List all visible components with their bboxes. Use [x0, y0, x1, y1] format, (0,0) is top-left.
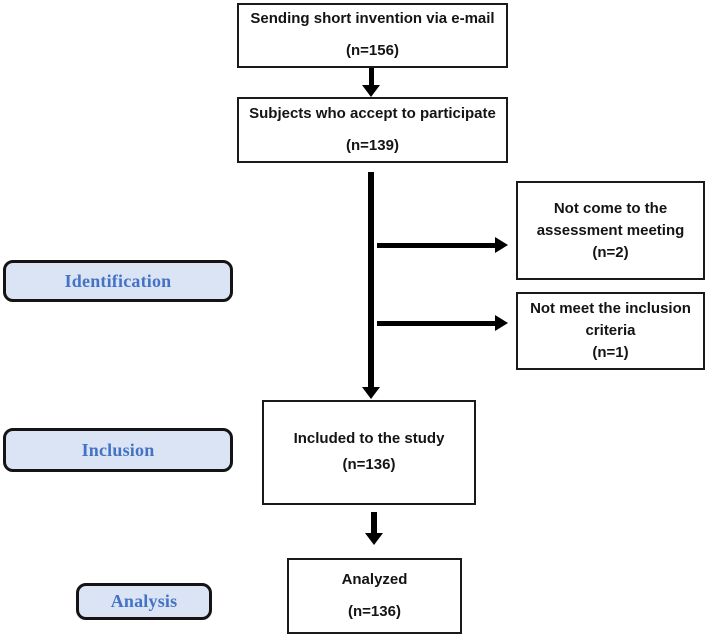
flow-box-participants: Subjects who accept to participate (n=13… [237, 97, 508, 163]
box-text-line: criteria [585, 322, 636, 339]
flow-box-invitation: Sending short invention via e-mail (n=15… [237, 3, 508, 68]
box-text-line: Sending short invention via e-mail [250, 10, 495, 28]
stage-label-text: Identification [64, 270, 172, 291]
box-count: (n=1) [592, 344, 629, 361]
box-text-line: Subjects who accept to participate [249, 104, 496, 122]
box-count: (n=2) [592, 243, 629, 261]
arrow-main-vertical-head [362, 387, 380, 399]
box-text-line: Not come to the [553, 199, 668, 217]
arrow-invitation-participants-stem [369, 68, 374, 87]
stage-label-text: Inclusion [81, 439, 155, 460]
box-count: (n=136) [342, 456, 396, 473]
box-count: (n=139) [346, 136, 399, 154]
arrow-invitation-participants-head [362, 85, 380, 97]
flow-box-included: Included to the study (n=136) [262, 400, 476, 505]
box-text-line: Analyzed [341, 570, 408, 588]
box-text-line: Included to the study [293, 430, 445, 448]
flow-box-excluded-meeting: Not come to the assessment meeting (n=2) [516, 181, 705, 280]
arrow-branch-excluded-meeting-stem [377, 243, 495, 248]
stage-label-analysis: Analysis [76, 583, 212, 620]
box-count: (n=136) [348, 602, 401, 620]
arrow-included-analyzed-stem [371, 512, 377, 533]
flow-box-analyzed: Analyzed (n=136) [287, 558, 462, 634]
arrow-branch-excluded-criteria-head [495, 315, 508, 331]
arrow-branch-excluded-meeting-head [495, 237, 508, 253]
stage-label-identification: Identification [3, 260, 233, 302]
arrow-main-vertical-stem [368, 172, 374, 387]
stage-label-inclusion: Inclusion [3, 428, 233, 472]
flow-box-excluded-criteria: Not meet the inclusion criteria (n=1) [516, 292, 705, 370]
box-count: (n=156) [346, 42, 399, 59]
arrow-branch-excluded-criteria-stem [377, 321, 495, 326]
box-text-line: assessment meeting [536, 221, 685, 239]
arrow-included-analyzed-head [365, 533, 383, 545]
box-text-line: Not meet the inclusion [530, 300, 691, 317]
stage-label-text: Analysis [110, 591, 178, 611]
